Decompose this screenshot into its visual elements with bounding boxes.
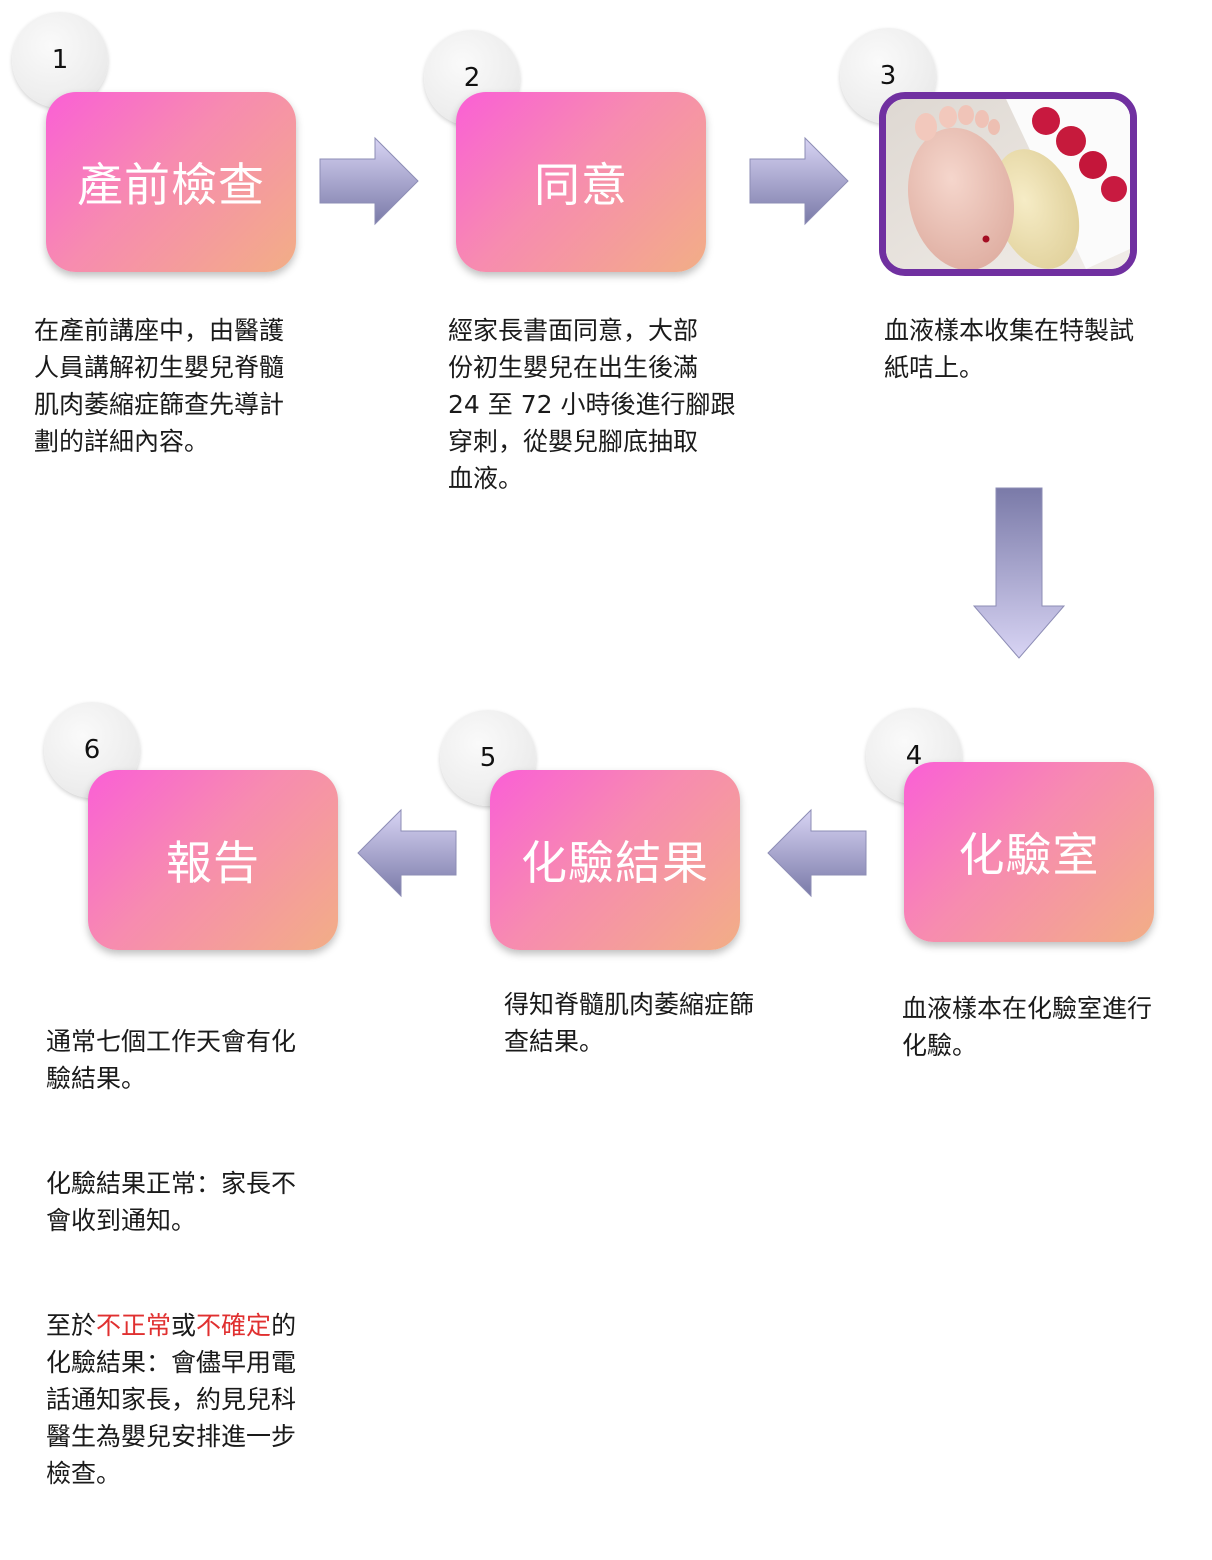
arrow-2-to-3 [749, 136, 849, 226]
step-4-description: 血液樣本在化驗室進行 化驗。 [902, 994, 1153, 1060]
arrow-1-to-2 [319, 136, 419, 226]
step-6-paragraph-2: 化驗結果正常：家長不 會收到通知。 [46, 1169, 297, 1235]
step-6-p3-text-f: 化驗結果：會儘早用電 話通知家長，約見兒科 醫生為嬰兒安排進一步 檢查。 [46, 1348, 297, 1488]
arrow-3-to-4 [972, 487, 1066, 659]
step-1-description: 在產前講座中，由醫護 人員講解初生嬰兒脊髓 肌肉萎縮症篩查先導計 劃的詳細內容。 [34, 316, 285, 456]
step-6-paragraph-1: 通常七個工作天會有化 驗結果。 [46, 1027, 297, 1093]
arrow-5-to-6 [357, 808, 457, 898]
step-6-p3-text-e: 的 [271, 1311, 297, 1340]
step-6-p3-text-c: 或 [171, 1311, 197, 1340]
step-3-description: 血液樣本收集在特製試 紙咭上。 [884, 316, 1135, 382]
step-6-box: 報告 [88, 770, 338, 950]
step-4-box: 化驗室 [904, 762, 1154, 942]
step-1-number: 1 [12, 12, 108, 108]
heel-blood-sample-image [886, 99, 1130, 269]
step-6-p3-text-a: 至於 [46, 1311, 97, 1340]
step-2-description: 經家長書面同意，大部 份初生嬰兒在出生後滿 24 至 72 小時後進行腳跟 穿刺… [448, 316, 736, 493]
uncertain-highlight: 不確定 [196, 1311, 272, 1340]
abnormal-highlight: 不正常 [96, 1311, 172, 1340]
step-2-box: 同意 [456, 92, 706, 272]
step-5-box: 化驗結果 [490, 770, 740, 950]
step-3-photo [879, 92, 1137, 276]
arrow-4-to-5 [767, 808, 867, 898]
step-6-description: 通常七個工作天會有化 驗結果。 化驗結果正常：家長不 會收到通知。 至於不正常或… [46, 986, 366, 1560]
step-1-box: 產前檢查 [46, 92, 296, 272]
step-6-paragraph-3: 至於不正常或不確定的 化驗結果：會儘早用電 話通知家長，約見兒科 醫生為嬰兒安排… [46, 1307, 366, 1492]
step-5-description: 得知脊髓肌肉萎縮症篩 查結果。 [504, 990, 755, 1056]
